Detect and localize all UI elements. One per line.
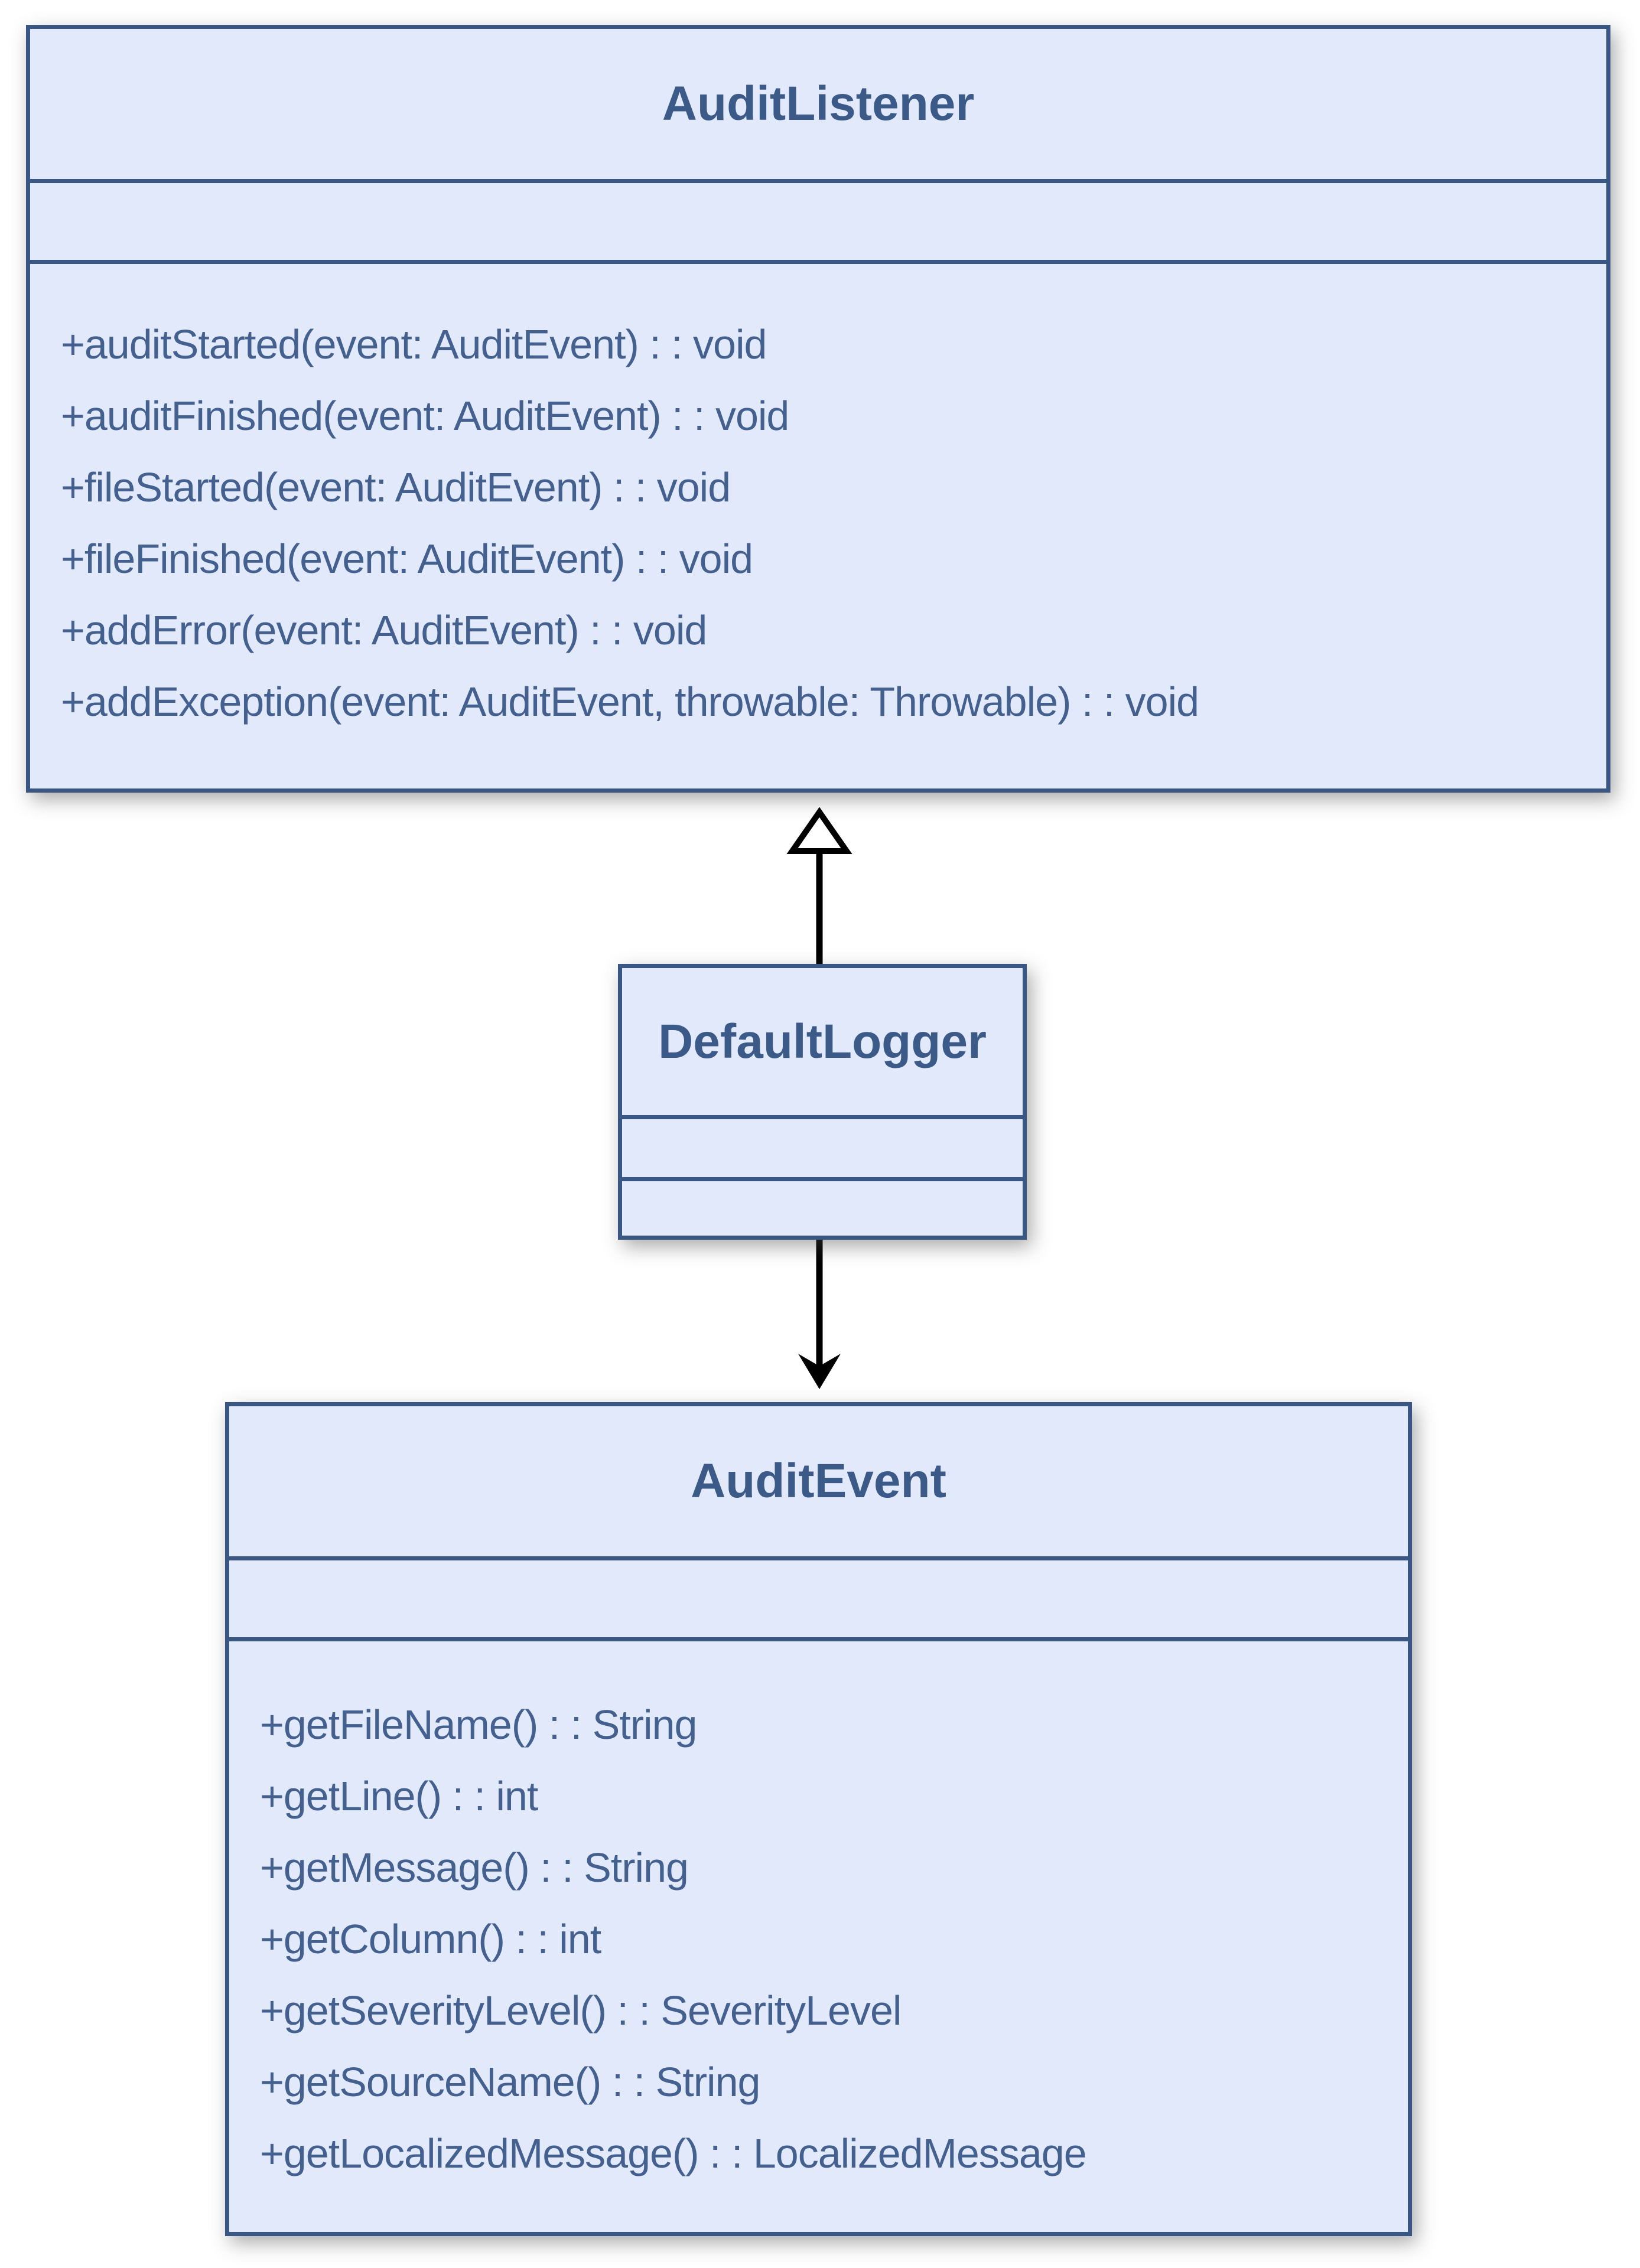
method-entry: +getLine() : : int bbox=[260, 1773, 538, 1819]
method-entry: +getColumn() : : int bbox=[260, 1916, 601, 1962]
method-entry: +fileStarted(event: AuditEvent) : : void bbox=[61, 464, 731, 510]
class-auditevent-attributes-compartment bbox=[229, 1560, 1408, 1641]
class-defaultlogger-attributes-compartment bbox=[622, 1119, 1023, 1181]
class-auditlistener: AuditListener +auditStarted(event: Audit… bbox=[26, 25, 1610, 793]
method-entry: +getSourceName() : : String bbox=[260, 2059, 760, 2105]
method-entry: +getMessage() : : String bbox=[260, 1845, 689, 1891]
class-defaultlogger-title: DefaultLogger bbox=[622, 968, 1023, 1119]
class-auditevent-methods-compartment: +getFileName() : : String +getLine() : : … bbox=[229, 1641, 1408, 2232]
method-entry: +auditStarted(event: AuditEvent) : : voi… bbox=[61, 321, 767, 367]
class-auditevent: AuditEvent +getFileName() : : String+get… bbox=[225, 1402, 1412, 2236]
association-arrowhead-icon bbox=[798, 1354, 841, 1389]
class-auditevent-title: AuditEvent bbox=[229, 1406, 1408, 1560]
method-entry: +getFileName() : : String bbox=[260, 1702, 697, 1748]
class-auditlistener-attributes-compartment bbox=[30, 183, 1606, 264]
method-entry: +auditFinished(event: AuditEvent) : : vo… bbox=[61, 393, 789, 439]
method-entry: +getLocalizedMessage() : : LocalizedMess… bbox=[260, 2130, 1087, 2176]
class-auditlistener-title: AuditListener bbox=[30, 29, 1606, 183]
method-entry: +addError(event: AuditEvent) : : void bbox=[61, 607, 707, 653]
generalization-triangle-icon bbox=[786, 807, 852, 854]
class-defaultlogger: DefaultLogger bbox=[618, 964, 1027, 1240]
method-entry: +addException(event: AuditEvent, throwab… bbox=[61, 679, 1199, 725]
class-auditlistener-methods-compartment: +auditStarted(event: AuditEvent) : : voi… bbox=[30, 264, 1606, 788]
method-entry: +fileFinished(event: AuditEvent) : : voi… bbox=[61, 536, 753, 582]
class-defaultlogger-methods-compartment bbox=[622, 1181, 1023, 1236]
method-entry: +getSeverityLevel() : : SeverityLevel bbox=[260, 1987, 902, 2034]
